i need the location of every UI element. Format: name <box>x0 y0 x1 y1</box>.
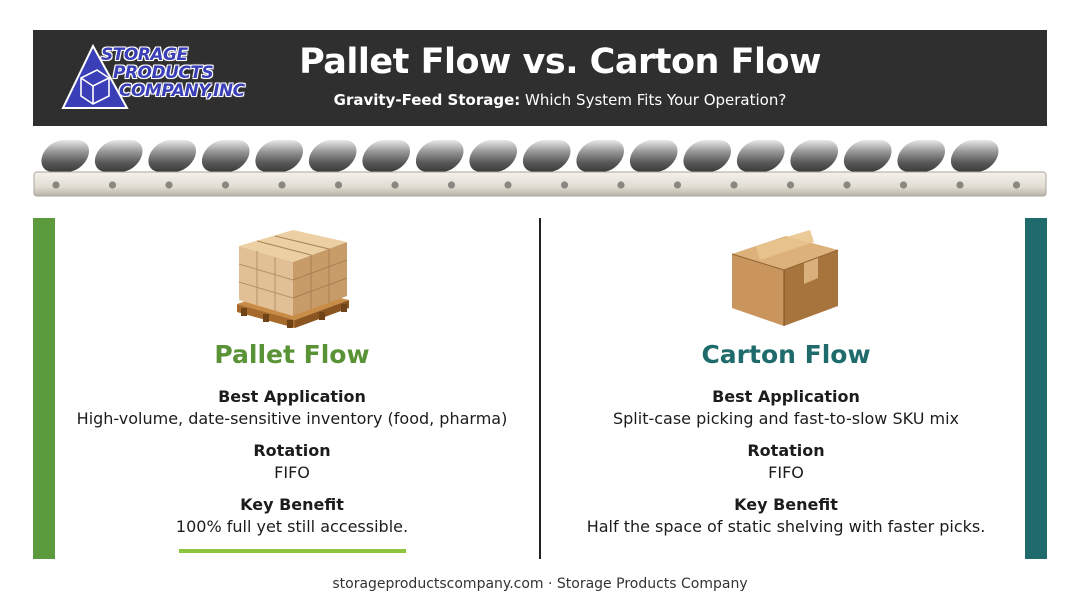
rail-bolt <box>730 181 738 189</box>
pallet-best-application-heading: Best Application <box>218 387 366 406</box>
conveyor-roller <box>201 140 250 172</box>
rail-bolt <box>843 181 851 189</box>
carton-flow-title: Carton Flow <box>701 340 871 369</box>
rail-bolt <box>504 181 512 189</box>
rail-bolt <box>899 181 908 189</box>
conveyor-roller <box>94 140 143 172</box>
pallet-of-boxes-icon <box>57 218 527 336</box>
conveyor-roller <box>308 140 357 172</box>
footer-text[interactable]: storageproductscompany.com · Storage Pro… <box>332 576 748 592</box>
conveyor-roller <box>148 140 197 172</box>
conveyor-roller <box>415 140 464 172</box>
rail-bolt <box>165 181 173 189</box>
logo-line-3: COMPANY,INC <box>119 81 245 101</box>
carton-rotation-heading: Rotation <box>747 441 825 460</box>
conveyor-roller <box>736 140 785 172</box>
rail-bolt <box>1012 181 1021 189</box>
conveyor-roller <box>683 140 732 172</box>
logo-line-2: PRODUCTS <box>113 63 214 83</box>
carton-best-application-heading: Best Application <box>712 387 860 406</box>
carton-rotation-value: FIFO <box>768 463 804 482</box>
cardboard-box-icon <box>551 218 1021 336</box>
rail-bolt <box>221 181 230 189</box>
center-divider <box>539 218 541 559</box>
conveyor-roller <box>843 140 892 172</box>
carton-key-benefit-value: Half the space of static shelving with f… <box>586 517 986 536</box>
conveyor-roller <box>362 140 411 172</box>
conveyor-roller <box>255 140 304 172</box>
roller-conveyor-illustration <box>33 140 1047 197</box>
pallet-rotation-heading: Rotation <box>253 441 331 460</box>
company-logo[interactable]: STORAGE PRODUCTS COMPANY,INC <box>61 44 251 112</box>
conveyor-roller <box>41 140 90 172</box>
carton-best-application-value: Split-case picking and fast-to-slow SKU … <box>612 409 959 428</box>
logo-line-1: STORAGE <box>101 45 188 65</box>
conveyor-roller <box>576 140 625 172</box>
rail-bolt <box>786 181 795 189</box>
pallet-rotation-value: FIFO <box>274 463 310 482</box>
rail-bolt <box>447 181 456 189</box>
rail-bolt <box>108 181 117 189</box>
pallet-best-application-value: High-volume, date-sensitive inventory (f… <box>76 409 508 428</box>
subtitle-rest: Which System Fits Your Operation? <box>520 91 787 109</box>
rail-bolt <box>956 181 964 189</box>
carton-key-benefit-heading: Key Benefit <box>734 495 838 514</box>
carton-flow-panel: Carton Flow Best Application Split-case … <box>551 218 1021 536</box>
rail-bolt <box>617 181 625 189</box>
header-banner: STORAGE PRODUCTS COMPANY,INC Pallet Flow… <box>33 30 1047 126</box>
pallet-flow-title: Pallet Flow <box>214 340 370 369</box>
rail-bolt <box>673 181 682 189</box>
subtitle-bold: Gravity-Feed Storage: <box>333 91 521 109</box>
conveyor-roller <box>469 140 518 172</box>
key-benefit-underline <box>179 549 406 553</box>
rail-bolt <box>334 181 343 189</box>
carton-accent-bar <box>1025 218 1047 559</box>
rail-bolt <box>560 181 569 189</box>
pallet-key-benefit-heading: Key Benefit <box>240 495 344 514</box>
conveyor-roller <box>629 140 678 172</box>
conveyor-roller <box>897 140 946 172</box>
rail-bolt <box>278 181 286 189</box>
conveyor-roller <box>790 140 839 172</box>
pallet-accent-bar <box>33 218 55 559</box>
pallet-flow-panel: Pallet Flow Best Application High-volume… <box>57 218 527 536</box>
conveyor-roller <box>950 140 999 172</box>
conveyor-roller <box>522 140 571 172</box>
rail-bolt <box>391 181 399 189</box>
pallet-key-benefit-value: 100% full yet still accessible. <box>175 517 409 536</box>
rail-bolt <box>52 181 60 189</box>
page-subtitle: Gravity-Feed Storage: Which System Fits … <box>33 91 1047 109</box>
logo-pyramid-icon <box>61 44 129 109</box>
page-title: Pallet Flow vs. Carton Flow <box>299 42 821 82</box>
